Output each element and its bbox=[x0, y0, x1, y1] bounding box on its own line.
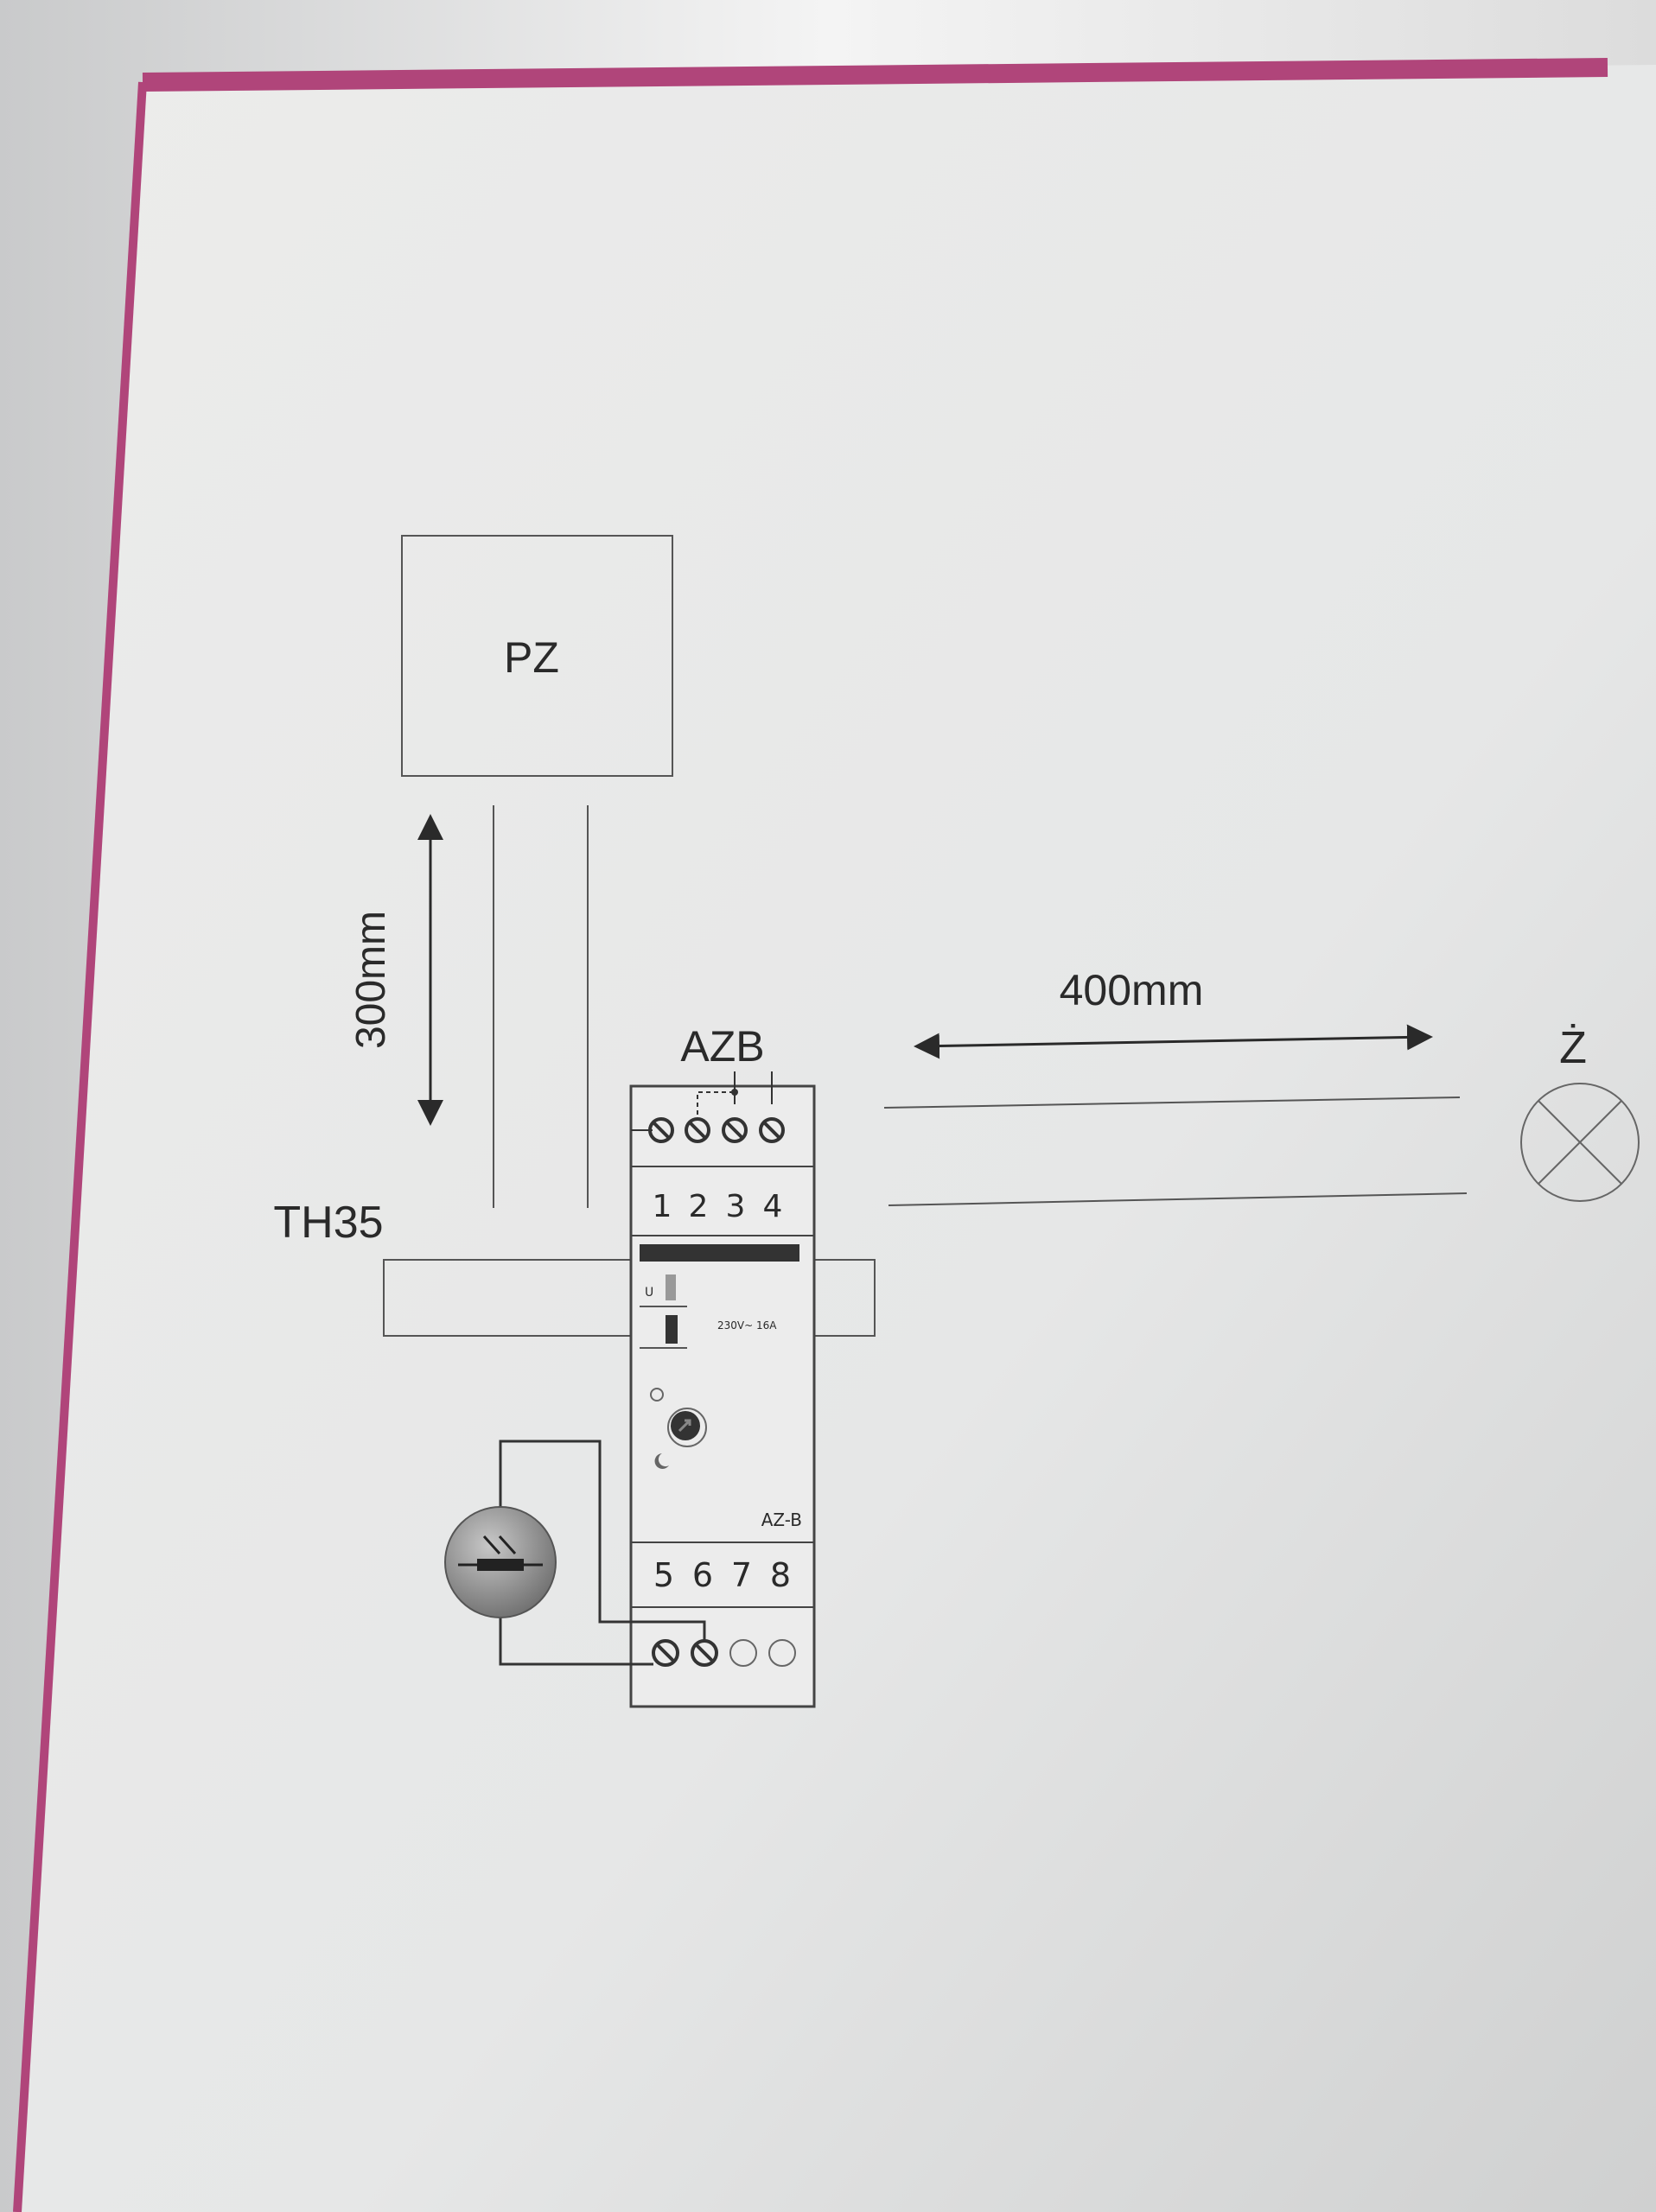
horizontal-dimension-label: 400mm bbox=[1060, 966, 1204, 1014]
pink-border-top bbox=[142, 58, 1608, 92]
terminal-number: 7 bbox=[731, 1556, 752, 1594]
lamp-icon bbox=[1520, 1083, 1640, 1202]
relay-led-icon bbox=[666, 1315, 678, 1344]
indicator-u-label: U bbox=[645, 1286, 653, 1300]
model-label: AZ-B bbox=[761, 1510, 802, 1530]
terminal-number: 8 bbox=[770, 1556, 791, 1594]
device-label: AZB bbox=[680, 1022, 764, 1071]
terminal-number: 6 bbox=[692, 1556, 713, 1594]
twilight-switch-device bbox=[629, 1071, 816, 1708]
empty-terminal-icon bbox=[768, 1639, 796, 1667]
paper-page bbox=[17, 65, 1656, 2212]
screw-terminal-icon bbox=[648, 1117, 674, 1143]
sensor-wire bbox=[499, 1618, 653, 1666]
terminal-number: 3 bbox=[726, 1189, 746, 1224]
light-sensor-icon bbox=[444, 1506, 557, 1618]
screw-terminal-icon bbox=[685, 1117, 710, 1143]
distribution-box-label: PZ bbox=[504, 633, 559, 682]
brand-logo-bar bbox=[640, 1244, 799, 1262]
cable-line bbox=[883, 1096, 1461, 1109]
top-terminal-screws bbox=[648, 1117, 785, 1143]
din-rail bbox=[383, 1259, 876, 1337]
distribution-box-pz bbox=[401, 535, 673, 777]
sensitivity-knob bbox=[667, 1408, 707, 1447]
sun-icon bbox=[650, 1388, 664, 1402]
screw-terminal-icon bbox=[691, 1639, 718, 1667]
lamp-label: Ż bbox=[1559, 1023, 1587, 1073]
power-led-icon bbox=[666, 1274, 676, 1300]
rail-label: TH35 bbox=[273, 1198, 383, 1248]
cable-line bbox=[888, 1192, 1468, 1206]
sensor-wire bbox=[499, 1440, 706, 1640]
terminal-number: 5 bbox=[653, 1556, 674, 1594]
screw-terminal-icon bbox=[722, 1117, 748, 1143]
moon-icon bbox=[654, 1453, 669, 1469]
vertical-dimension-label: 300mm bbox=[348, 911, 394, 1049]
screw-terminal-icon bbox=[652, 1639, 679, 1667]
rating-label: 230V~ 16A bbox=[717, 1319, 777, 1332]
empty-terminal-icon bbox=[729, 1639, 757, 1667]
horizontal-dimension-arrow bbox=[914, 1024, 1433, 1059]
bottom-terminal-screws bbox=[652, 1639, 796, 1667]
terminal-number: 1 bbox=[653, 1189, 672, 1224]
terminal-number: 4 bbox=[763, 1189, 783, 1224]
terminal-number: 2 bbox=[689, 1189, 709, 1224]
pink-border-left bbox=[13, 81, 147, 2212]
screw-terminal-icon bbox=[759, 1117, 785, 1143]
